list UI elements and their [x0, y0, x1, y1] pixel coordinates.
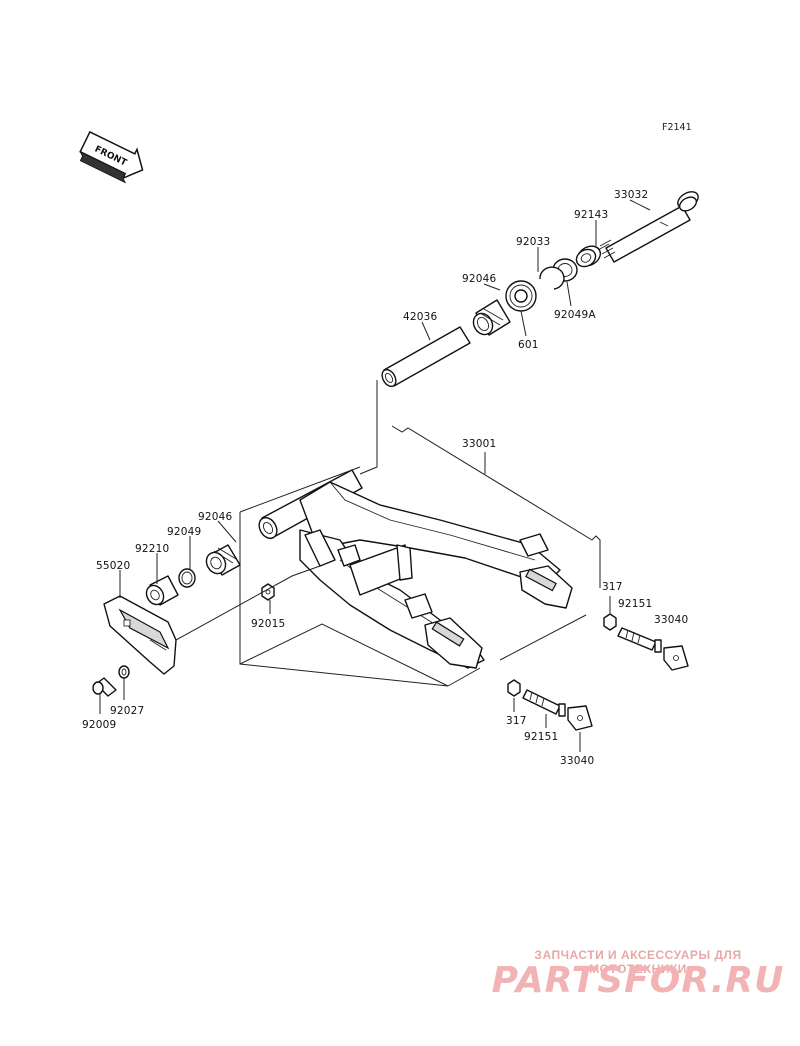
chain-adjuster-33040-a [663, 645, 689, 671]
ball-bearing-601 [505, 280, 537, 312]
collar-92210 [145, 575, 179, 606]
callout-317-b: 317 [506, 715, 527, 727]
callout-601: 601 [518, 339, 539, 351]
chain-guard-55020 [103, 595, 177, 675]
callout-92046-top: 92046 [462, 273, 497, 285]
bolt-92009 [92, 677, 117, 697]
callout-33032: 33032 [614, 189, 648, 201]
watermark-logo: PARTSFOR.RU [491, 960, 785, 1001]
needle-bearing-92046-top [472, 299, 511, 336]
pivot-shaft [597, 191, 699, 263]
seal-92049 [178, 568, 196, 588]
swingarm-33001 [258, 469, 573, 669]
front-arrow-icon: FRONT [79, 130, 144, 184]
collar-92143 [575, 245, 602, 268]
callout-92046-left: 92046 [198, 511, 233, 523]
nut-317-a [603, 613, 617, 631]
callout-92210: 92210 [135, 543, 169, 555]
callout-92009: 92009 [82, 719, 116, 731]
callout-92049: 92049 [167, 526, 201, 538]
figure-code: F2141 [662, 122, 692, 133]
callout-55020: 55020 [96, 560, 130, 572]
callout-33001: 33001 [462, 438, 496, 450]
callout-33040-a: 33040 [654, 614, 688, 626]
adjuster-bolt-92151-a [617, 627, 662, 653]
nut-317-b [507, 679, 521, 697]
watermark-tagline: ЗАПЧАСТИ И АКСЕССУАРЫ ДЛЯ МОТОТЕХНИКИ [534, 948, 742, 976]
circlip-92033 [539, 266, 565, 290]
callout-92143: 92143 [574, 209, 608, 221]
callout-317-a: 317 [602, 581, 623, 593]
sleeve-42036 [381, 326, 471, 388]
callout-92151-a: 92151 [618, 598, 652, 610]
callout-92033: 92033 [516, 236, 550, 248]
chain-adjuster-33040-b [567, 705, 593, 731]
callout-42036: 42036 [403, 311, 438, 323]
callout-92049a: 92049A [554, 309, 596, 321]
callout-33040-b: 33040 [560, 755, 594, 767]
callout-92151-b: 92151 [524, 731, 558, 743]
callout-92027: 92027 [110, 705, 144, 717]
adjuster-bolt-92151-b [522, 689, 566, 717]
washer-92027 [118, 665, 130, 679]
callout-92015: 92015 [251, 618, 285, 630]
needle-bearing-92046-left [205, 544, 241, 576]
